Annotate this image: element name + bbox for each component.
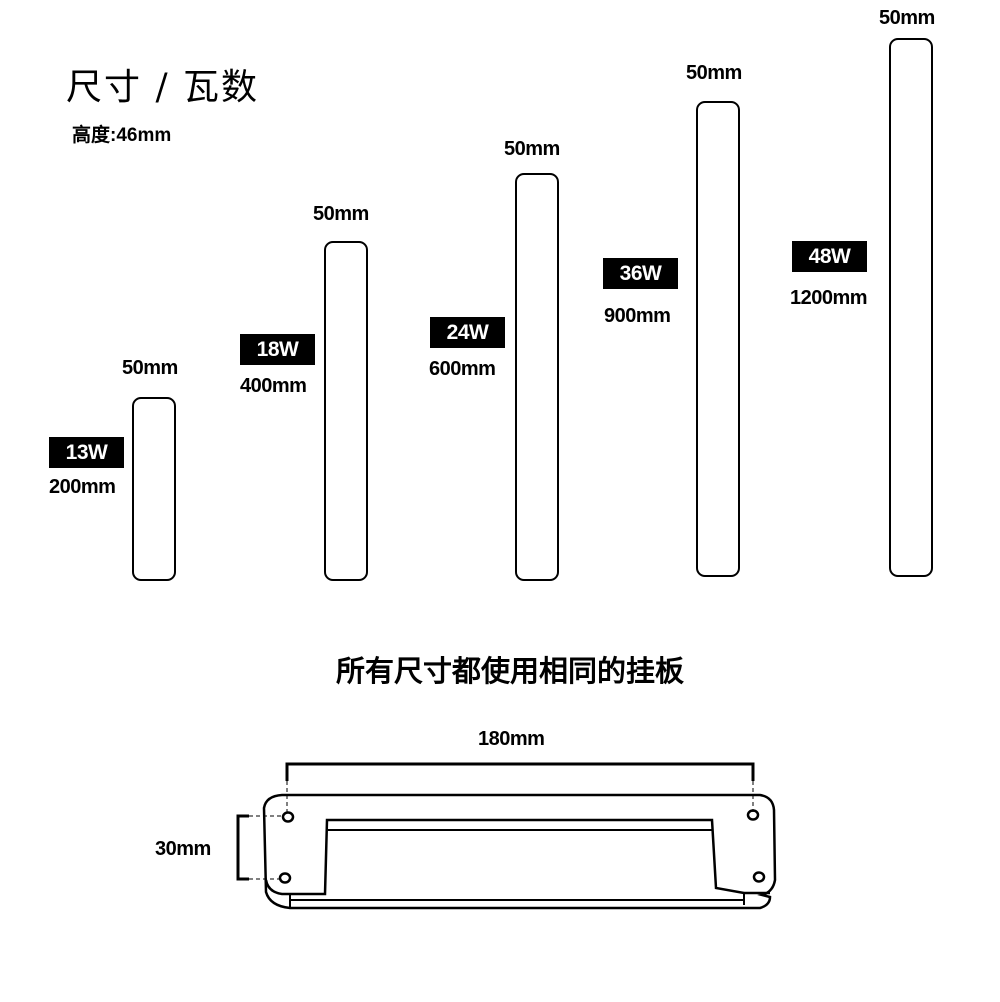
wattage-badge-13w: 13W <box>49 437 124 468</box>
length-label-36w: 900mm <box>604 305 671 327</box>
light-bar-18w <box>324 241 368 581</box>
wattage-badge-24w: 24W <box>430 317 505 348</box>
width-label-36w: 50mm <box>686 62 742 84</box>
dimension-line-vertical <box>236 814 249 881</box>
length-label-24w: 600mm <box>429 358 496 380</box>
hole-spacing-horizontal: 180mm <box>478 728 545 750</box>
light-bar-48w <box>889 38 933 577</box>
width-label-18w: 50mm <box>313 203 369 225</box>
page-title: 尺寸 / 瓦数 <box>66 67 260 108</box>
length-label-18w: 400mm <box>240 375 307 397</box>
hole-spacing-vertical: 30mm <box>155 838 211 860</box>
bracket-plate <box>262 793 777 910</box>
dimension-line-horizontal <box>285 762 755 781</box>
wattage-badge-36w: 36W <box>603 258 678 289</box>
width-label-48w: 50mm <box>879 7 935 29</box>
width-label-24w: 50mm <box>504 138 560 160</box>
light-bar-36w <box>696 101 740 577</box>
length-label-48w: 1200mm <box>790 287 868 309</box>
wattage-badge-48w: 48W <box>792 241 867 272</box>
wattage-badge-18w: 18W <box>240 334 315 365</box>
bracket-caption: 所有尺寸都使用相同的挂板 <box>335 656 684 688</box>
height-label: 高度:46mm <box>72 125 172 146</box>
light-bar-24w <box>515 173 559 581</box>
mounting-hole <box>278 809 766 884</box>
length-label-13w: 200mm <box>49 476 116 498</box>
width-label-13w: 50mm <box>122 357 178 379</box>
light-bar-13w <box>132 397 176 581</box>
